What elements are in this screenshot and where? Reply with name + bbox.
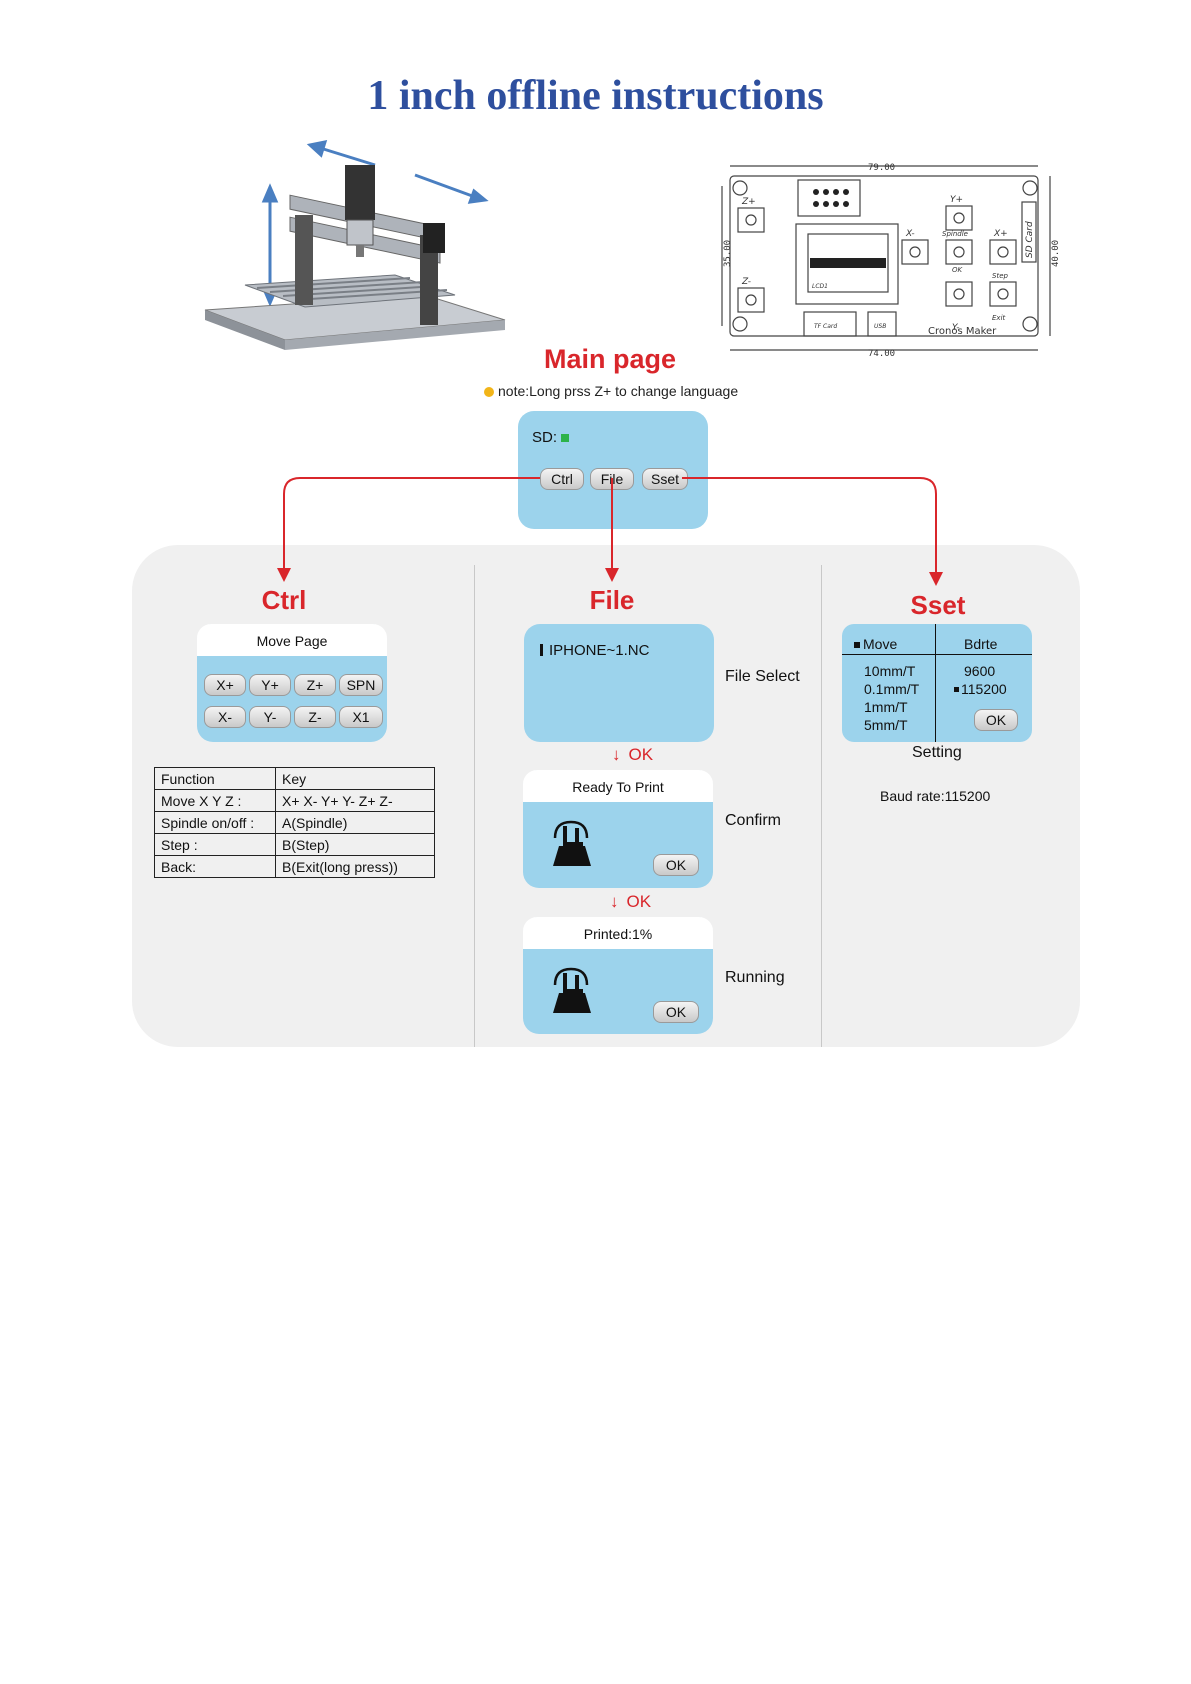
selection-marker-icon xyxy=(954,687,959,692)
ctrl-button[interactable]: Ctrl xyxy=(540,468,584,490)
ctrl-title: Ctrl xyxy=(261,585,307,615)
baud-rate-text: Baud rate:115200 xyxy=(880,788,991,804)
cnc-machine-illustration xyxy=(204,140,506,350)
dim-left: 35.00 xyxy=(723,240,733,267)
running-label: Running xyxy=(725,969,785,986)
column-divider xyxy=(935,624,936,742)
table-row: Function Key xyxy=(154,767,435,790)
table-row: Step : B(Step) xyxy=(154,833,435,856)
step-x1-button[interactable]: X1 xyxy=(339,706,383,728)
table-row: Move X Y Z : X+ X- Y+ Y- Z+ Z- xyxy=(154,789,435,812)
flow-arrows xyxy=(277,477,943,586)
down-arrow-icon: ↓ xyxy=(612,745,621,764)
list-item[interactable]: 115200 xyxy=(954,680,1007,698)
key-function-table: Function Key Move X Y Z : X+ X- Y+ Y- Z+… xyxy=(154,767,435,878)
setting-label: Setting xyxy=(912,744,962,761)
table-row: Spindle on/off : A(Spindle) xyxy=(154,811,435,834)
ok-step-1: ↓OK xyxy=(612,745,654,764)
svg-text:Step: Step xyxy=(992,272,1008,280)
list-item[interactable]: 10mm/T xyxy=(864,663,916,679)
move-header: Move xyxy=(854,636,897,652)
baud-values: 9600 115200 xyxy=(954,662,1007,698)
printer-icon xyxy=(553,820,591,866)
svg-text:Spindle: Spindle xyxy=(942,230,968,238)
x-plus-button[interactable]: X+ xyxy=(204,674,246,696)
ready-title: Ready To Print xyxy=(523,770,713,802)
page-title: 1 inch offline instructions xyxy=(367,73,824,119)
dim-bottom: 74.00 xyxy=(868,349,895,357)
selection-marker-icon xyxy=(854,642,860,648)
dim-top: 79.00 xyxy=(868,163,895,173)
dim-right: 40.00 xyxy=(1051,240,1061,267)
list-item[interactable]: 0.1mm/T xyxy=(864,681,920,697)
svg-text:LCD1: LCD1 xyxy=(812,283,828,290)
file-list-item[interactable]: IPHONE~1.NC xyxy=(540,642,649,659)
printed-progress: Printed:1% xyxy=(523,917,713,949)
ok-step-2: ↓OK xyxy=(610,892,652,911)
svg-text:Cronos Maker: Cronos Maker xyxy=(928,326,997,337)
svg-text:OK: OK xyxy=(952,266,964,274)
confirm-ok-button[interactable]: OK xyxy=(653,854,699,876)
z-plus-button[interactable]: Z+ xyxy=(294,674,336,696)
baud-header: Bdrte xyxy=(964,636,998,652)
svg-text:Y-: Y- xyxy=(952,323,960,333)
sset-button[interactable]: Sset xyxy=(642,468,688,490)
setting-screen: Move Bdrte 10mm/T 0.1mm/T 1mm/T 5mm/T 96… xyxy=(842,624,1032,742)
file-select-label: File Select xyxy=(725,668,800,685)
down-arrow-icon: ↓ xyxy=(610,892,619,911)
running-ok-button[interactable]: OK xyxy=(653,1001,699,1023)
svg-text:X+: X+ xyxy=(993,229,1008,239)
svg-text:Exit: Exit xyxy=(992,314,1006,322)
svg-text:Y+: Y+ xyxy=(950,195,963,205)
column-divider-2 xyxy=(821,565,822,1047)
svg-text:TF Card: TF Card xyxy=(814,323,837,330)
svg-text:USB: USB xyxy=(874,323,886,330)
confirm-label: Confirm xyxy=(725,812,782,829)
list-item[interactable]: 9600 xyxy=(964,663,996,679)
running-screen: Printed:1% OK xyxy=(523,917,713,1034)
main-page-title: Main page xyxy=(543,344,677,374)
cursor-icon xyxy=(540,644,543,656)
file-title: File xyxy=(589,585,635,615)
move-page-screen: Move Page X+ Y+ Z+ SPN X- Y- Z- X1 xyxy=(197,624,387,742)
y-minus-button[interactable]: Y- xyxy=(249,706,291,728)
list-item[interactable]: 5mm/T xyxy=(864,717,908,733)
table-row: Back: B(Exit(long press)) xyxy=(154,855,435,878)
z-minus-button[interactable]: Z- xyxy=(294,706,336,728)
svg-text:Z+: Z+ xyxy=(741,197,756,207)
svg-text:X-: X- xyxy=(905,229,915,239)
x-minus-button[interactable]: X- xyxy=(204,706,246,728)
spindle-button[interactable]: SPN xyxy=(339,674,383,696)
sd-status-icon xyxy=(561,434,570,442)
svg-text:SD Card: SD Card xyxy=(1025,221,1035,258)
main-page-screen: SD: Ctrl File Sset xyxy=(518,411,708,529)
control-board-drawing: 79.00 74.00 35.00 40.00 Z+ Z- Y+ Y- X- X… xyxy=(721,163,1061,357)
y-plus-button[interactable]: Y+ xyxy=(249,674,291,696)
move-page-title: Move Page xyxy=(197,624,387,656)
sset-title: Sset xyxy=(910,590,966,620)
printer-icon xyxy=(553,967,591,1013)
header-divider xyxy=(842,654,1032,655)
ready-to-print-screen: Ready To Print OK xyxy=(523,770,713,888)
note-bullet-icon xyxy=(484,387,494,397)
column-divider-1 xyxy=(474,565,475,1047)
language-note: note:Long prss Z+ to change language xyxy=(484,383,738,399)
move-values: 10mm/T 0.1mm/T 1mm/T 5mm/T xyxy=(864,662,919,734)
svg-text:Z-: Z- xyxy=(741,277,751,287)
file-select-screen: IPHONE~1.NC xyxy=(524,624,714,742)
list-item[interactable]: 1mm/T xyxy=(864,699,908,715)
setting-ok-button[interactable]: OK xyxy=(974,709,1018,731)
sd-label: SD: xyxy=(532,429,570,446)
